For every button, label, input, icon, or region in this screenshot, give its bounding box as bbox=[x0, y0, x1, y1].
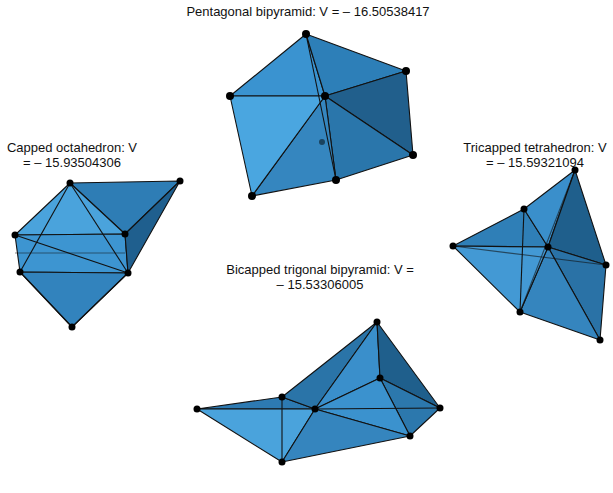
label-text: Bicapped trigonal bipyramid: V = – 15.53… bbox=[226, 262, 414, 292]
label-text: Pentagonal bipyramid: V = – 16.50538417 bbox=[186, 4, 429, 19]
figure-label: Bicapped trigonal bipyramid: V = – 15.53… bbox=[223, 262, 418, 292]
figure-label: Tricapped tetrahedron: V = – 15.59321094 bbox=[460, 140, 610, 170]
capped-octahedron bbox=[12, 178, 184, 331]
tricapped-tetrahedron bbox=[450, 167, 610, 344]
label-text: Tricapped tetrahedron: V = – 15.59321094 bbox=[463, 140, 606, 170]
pentagonal-bipyramid bbox=[226, 30, 417, 200]
figure-label: Pentagonal bipyramid: V = – 16.50538417 bbox=[186, 4, 429, 19]
figure-label: Capped octahedron: V = – 15.93504306 bbox=[5, 140, 140, 170]
label-text: Capped octahedron: V = – 15.93504306 bbox=[7, 140, 137, 170]
bicapped-trigonal-bipyramid bbox=[194, 319, 444, 466]
